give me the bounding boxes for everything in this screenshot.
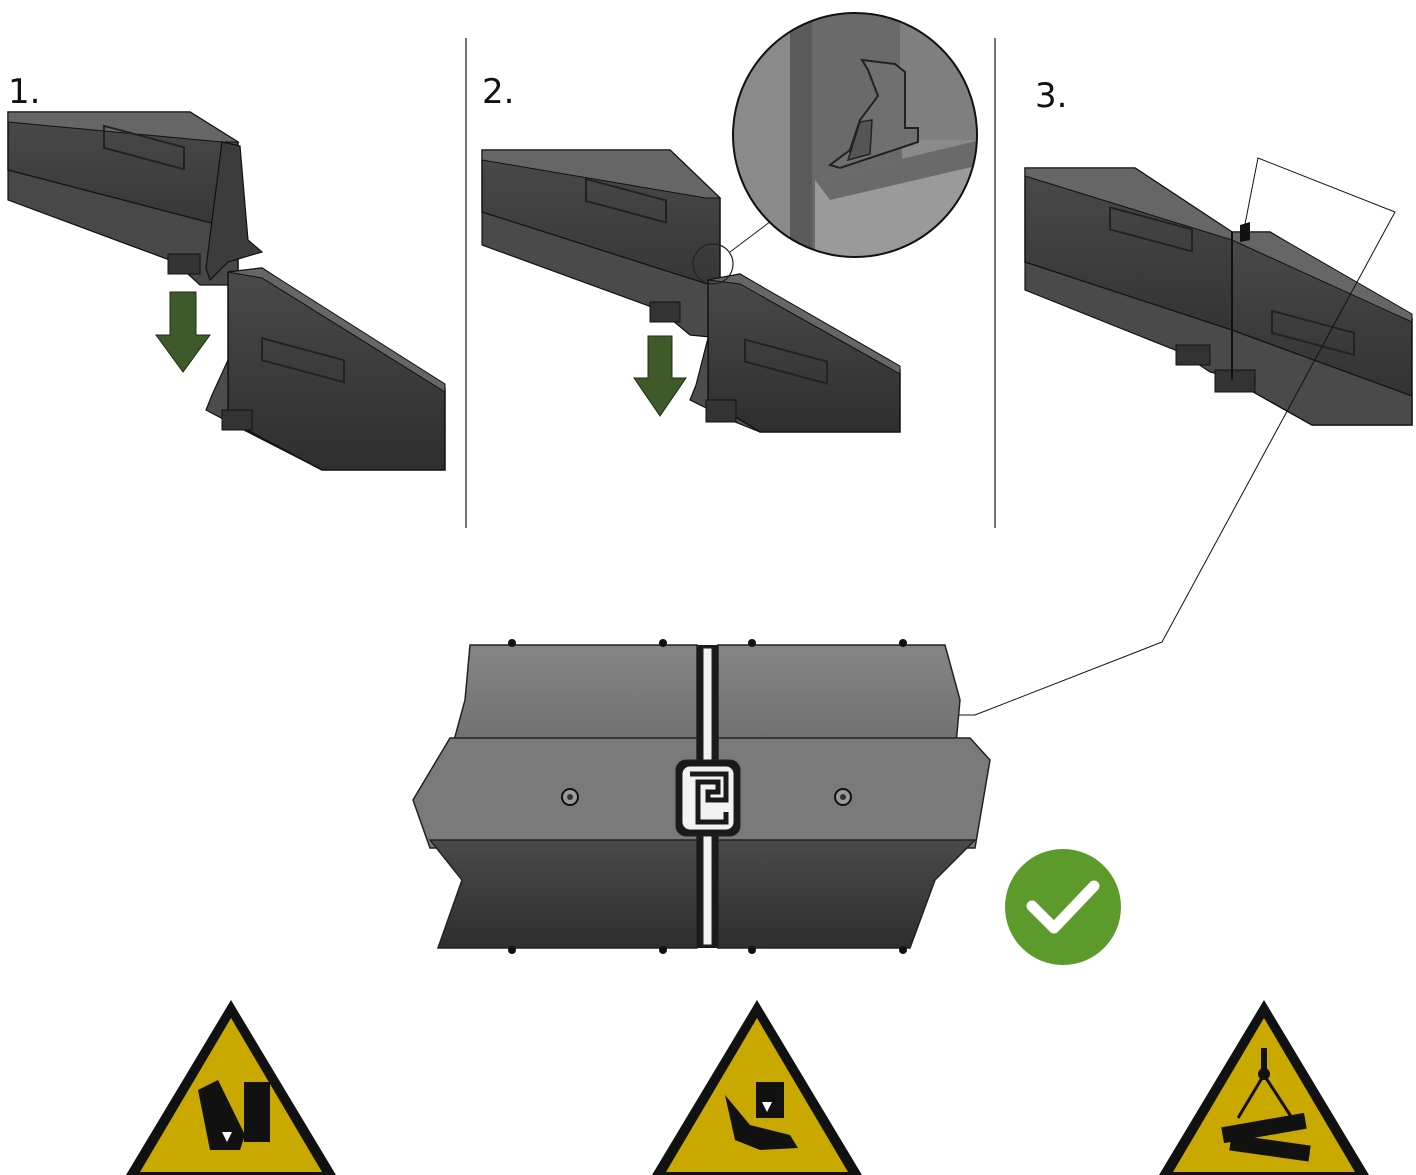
barrier-top [707, 273, 901, 375]
barrier-foot-pad [649, 301, 681, 323]
checkmark-icon [1005, 849, 1121, 965]
barrier-foot-pad [1214, 369, 1256, 393]
foot-crush-warning-icon [126, 1000, 336, 1175]
barrier-slot [585, 177, 667, 224]
suspended-load-warning-icon [1159, 1000, 1369, 1175]
step-3-illustration [958, 157, 1413, 716]
connector-marker [1240, 222, 1250, 242]
barrier-foot-pad [221, 409, 253, 431]
barrier-slot [1109, 206, 1193, 253]
detail-marker [692, 243, 734, 285]
magnifier-frame [732, 12, 978, 258]
hand-crush-warning-icon [652, 1000, 862, 1175]
step-1-label: 1. [8, 72, 41, 112]
step-1-illustration [7, 111, 446, 471]
magnifier-detail-icon [733, 13, 977, 257]
callout-line [958, 157, 1396, 716]
step-3-label: 3. [1035, 76, 1068, 116]
down-arrow-icon [633, 335, 687, 417]
barrier-slot [103, 124, 185, 171]
barrier-foot-pad [705, 399, 737, 423]
barrier-slot [261, 336, 345, 384]
barrier-top [227, 267, 446, 393]
barrier-plan-face [717, 737, 991, 849]
step-2-label: 2. [482, 72, 515, 112]
interlock-hook [690, 771, 729, 825]
step-2-illustration [481, 12, 978, 433]
barrier-plan-lower [717, 839, 977, 949]
connector-top-view [412, 639, 991, 954]
barrier-slot [744, 338, 828, 385]
barrier-top [7, 111, 240, 143]
barrier-foot-pad [167, 253, 201, 275]
down-arrow-icon [155, 291, 211, 373]
barrier-plan-face [412, 737, 698, 849]
barrier-foot-pad [1175, 344, 1211, 366]
barrier-slot [1271, 309, 1355, 357]
barrier-plan-lower [428, 839, 698, 949]
barrier-top [481, 149, 722, 199]
connector-plate [205, 141, 264, 282]
